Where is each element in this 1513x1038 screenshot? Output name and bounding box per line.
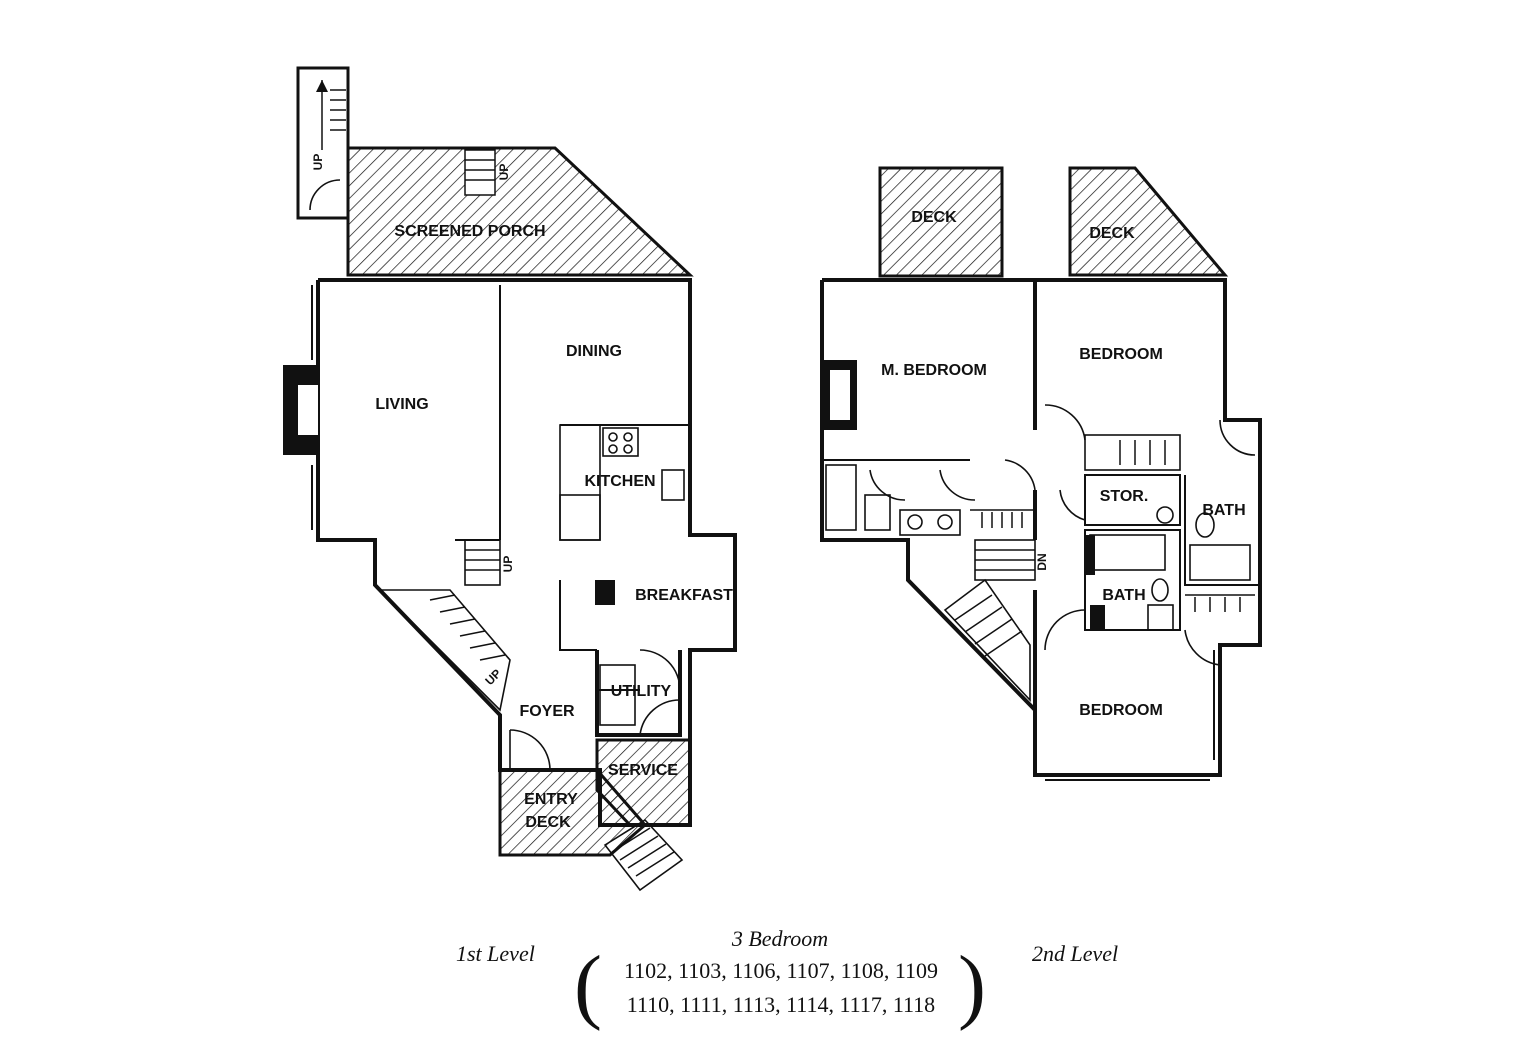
stair-label-up-4: UP bbox=[482, 666, 504, 688]
fireplace bbox=[283, 365, 318, 455]
deck-left-area bbox=[878, 166, 1004, 278]
room-label-service: SERVICE bbox=[608, 762, 678, 779]
porch-steps bbox=[464, 149, 496, 196]
second-level-caption: 2nd Level bbox=[1032, 941, 1119, 966]
room-label-screened-porch: SCREENED PORCH bbox=[394, 223, 545, 240]
room-label-foyer: FOYER bbox=[519, 703, 575, 720]
stair-label-up-2: UP bbox=[497, 164, 511, 181]
exterior-stair bbox=[296, 66, 350, 220]
room-label-utility: UTILITY bbox=[611, 683, 672, 700]
stair-label-down: DN bbox=[1035, 553, 1049, 570]
second-level-exterior-wall bbox=[820, 278, 1262, 777]
room-label-bedroom-bottom: BEDROOM bbox=[1079, 702, 1163, 719]
room-label-storage: STOR. bbox=[1100, 488, 1149, 505]
room-label-living: LIVING bbox=[375, 396, 428, 413]
entry-deck-area bbox=[498, 768, 648, 857]
room-label-dining: DINING bbox=[566, 343, 622, 360]
screened-porch-area bbox=[346, 146, 694, 277]
room-label-deck: DECK bbox=[525, 814, 571, 831]
unit-numbers-line-2: 1110, 1111, 1113, 1114, 1117, 1118 bbox=[626, 992, 936, 1017]
room-label-breakfast: BREAKFAST bbox=[635, 587, 733, 604]
room-label-deck-right: DECK bbox=[1089, 225, 1135, 242]
room-label-bath-right: BATH bbox=[1202, 502, 1245, 519]
room-label-entry: ENTRY bbox=[524, 791, 578, 808]
left-parenthesis: ( bbox=[574, 939, 602, 1032]
deck-right-area bbox=[1068, 166, 1229, 277]
interior-stair-second bbox=[943, 539, 1036, 703]
stair-label-up-3: UP bbox=[501, 556, 515, 573]
first-level-plan bbox=[283, 66, 737, 892]
room-label-master-bedroom: M. BEDROOM bbox=[881, 362, 987, 379]
right-parenthesis: ) bbox=[958, 939, 986, 1032]
room-label-deck-left: DECK bbox=[911, 209, 957, 226]
entry-steps bbox=[603, 818, 684, 892]
stair-label-up-1: UP bbox=[311, 154, 325, 171]
main-stair bbox=[378, 589, 511, 712]
unit-numbers-line-1: 1102, 1103, 1106, 1107, 1108, 1109 bbox=[623, 958, 939, 983]
room-label-bath-center: BATH bbox=[1102, 587, 1145, 604]
unit-type-heading: 3 Bedroom bbox=[731, 926, 829, 951]
second-level-plan bbox=[820, 166, 1262, 781]
first-level-caption: 1st Level bbox=[456, 941, 535, 966]
kitchen-fixtures bbox=[559, 424, 690, 541]
interior-stair-first bbox=[464, 539, 501, 586]
room-label-kitchen: KITCHEN bbox=[584, 473, 655, 490]
room-label-bedroom-top: BEDROOM bbox=[1079, 346, 1163, 363]
